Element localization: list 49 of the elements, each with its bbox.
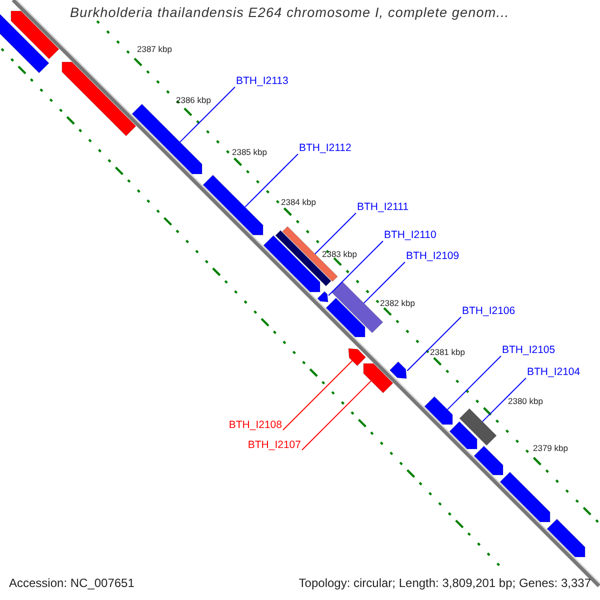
gene-label: BTH_I2113 [236, 75, 288, 87]
gene-label: BTH_I2105 [502, 344, 556, 356]
gene-label: BTH_I2108 [228, 419, 282, 431]
gene-feature [62, 62, 136, 136]
gene-label: BTH_I2110 [384, 229, 436, 241]
leader-line [328, 240, 384, 296]
gene-feature [263, 235, 320, 292]
gene-label: BTH_I2106 [462, 305, 516, 317]
summary-text: Topology: circular; Length: 3,809,201 bp; Genes: 3,337 [298, 575, 591, 592]
scale-label: 2383 kbp [322, 249, 357, 259]
gene-feature [474, 446, 504, 476]
scale-label: 2385 kbp [232, 147, 267, 157]
gene-feature [389, 361, 407, 379]
scale-label: 2381 kbp [430, 347, 465, 357]
scale-label: 2387 kbp [137, 44, 172, 54]
gene-feature [10, 10, 60, 60]
gene-feature [202, 174, 264, 236]
leader-line [446, 356, 502, 410]
gene-label: BTH_I2104 [527, 366, 580, 378]
gene-feature [424, 396, 453, 425]
gene-label: BTH_I2107 [248, 439, 301, 451]
gene-feature [348, 348, 366, 366]
gene-feature [132, 104, 202, 174]
gene-feature [363, 363, 394, 394]
scale-label: 2380 kbp [508, 396, 543, 406]
leader-line [314, 212, 356, 255]
gene-label: BTH_I2111 [357, 201, 409, 213]
accession-text: Accession: NC_007651 [9, 575, 134, 592]
scale-label: 2382 kbp [380, 298, 415, 308]
title: Burkholderia thailandensis E264 chromosome I, complete genom... [70, 4, 510, 22]
gene-feature [500, 472, 550, 522]
gene-bar [459, 408, 497, 446]
scale-label: 2379 kbp [533, 443, 568, 453]
gene-feature [326, 298, 366, 338]
leader-line [406, 316, 462, 372]
gene-feature [546, 518, 586, 558]
leader-line [363, 262, 406, 304]
scale-label: 2386 kbp [176, 95, 211, 105]
leader-line [482, 378, 526, 422]
gene-label: BTH_I2109 [406, 250, 460, 262]
scale-label: 2384 kbp [281, 197, 316, 207]
leader-line [179, 86, 236, 143]
gene-bar [0, 12, 50, 74]
gene-feature [317, 291, 328, 302]
gene-label: BTH_I2112 [299, 142, 352, 154]
leader-line [282, 360, 353, 430]
leader-line [302, 380, 372, 450]
gene-feature [449, 421, 478, 450]
leader-line [244, 154, 298, 208]
